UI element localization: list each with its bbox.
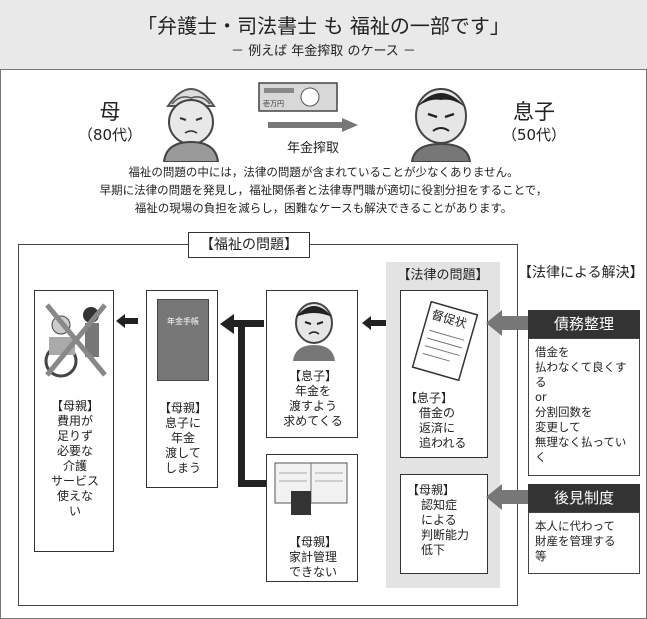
ledger-calculator-illustration (274, 462, 348, 515)
arrow-left-icon (486, 310, 528, 336)
card-household: 【母親】 家計管理 できない (266, 454, 358, 582)
grandmother-illustration (162, 88, 220, 162)
pension-book-illustration: 年金手帳 (157, 299, 209, 381)
card-mother-pension-text: 【母親】 息子に 年金 渡して しまう (158, 401, 207, 475)
demand-letter-illustration: 督促状 (411, 301, 479, 381)
connector-household (238, 480, 266, 487)
arrow-left-icon (116, 314, 138, 328)
card-son-debt: 督促状 【息子】 借金の 返済に 追われる (400, 290, 488, 458)
banknote-illustration: 壱万円 (258, 82, 338, 112)
debt-settlement-box: 借金を 払わなくて良くす る or 分割回数を 変更して 無理なく払ってい く (528, 338, 640, 476)
card-mother-pension: 年金手帳 【母親】 息子に 年金 渡して しまう (146, 290, 218, 488)
debt-settlement-header: 債務整理 (528, 310, 640, 338)
arrow-left-icon (220, 314, 234, 334)
banknote-text: 壱万円 (263, 99, 284, 108)
card-mother-care-text: 【母親】 費用が 足りず 必要な 介護 サービス 使えな い (50, 399, 99, 518)
son-age: （50代） (501, 126, 567, 144)
card-son-demand-text: 【息子】 年金を 渡すよう 求めてくる (283, 369, 343, 428)
pension-book-label: 年金手帳 (167, 317, 199, 326)
page-title: 「弁護士・司法書士 も 福祉の一部です」 (137, 14, 510, 38)
arrow-left-icon (362, 316, 386, 330)
guardianship-header: 後見制度 (528, 484, 640, 512)
connector-vertical (238, 324, 245, 486)
card-mother-dementia-text: 【母親】 認知症 による 判断能力 低下 (407, 483, 470, 557)
intro-line-3: 福祉の現場の負担を減らし，困難なケースも解決できることがあります。 (134, 201, 513, 215)
mother-label: 母 (99, 100, 121, 124)
guardianship-text: 本人に代わって 財産を管理する 等 (535, 519, 616, 563)
welfare-title: 【福祉の問題】 (188, 232, 310, 258)
solutions-title: 【法律による解決】 (518, 265, 644, 281)
card-mother-dementia: 【母親】 認知症 による 判断能力 低下 (400, 474, 488, 574)
angry-son-illustration (410, 88, 472, 162)
angry-son-small-illustration (293, 302, 335, 361)
intro-line-2: 早期に法律の問題を発見し，福祉関係者と法律専門職が適切に役割分担をすることで， (99, 183, 548, 197)
card-household-text: 【母親】 家計管理 できない (288, 535, 337, 579)
debt-settlement-text: 借金を 払わなくて良くす る or 分割回数を 変更して 無理なく払ってい く (535, 345, 627, 464)
guardianship-box: 本人に代わって 財産を管理する 等 (528, 512, 640, 574)
card-son-debt-text: 【息子】 借金の 返済に 追われる (405, 391, 467, 450)
legal-title: 【法律の問題】 (397, 268, 489, 283)
mother-age: （80代） (77, 126, 143, 144)
arrow-left-icon (486, 484, 528, 510)
header-banner (0, 0, 647, 70)
intro-line-1: 福祉の問題の中には，法律の問題が含まれていることが少なくありません。 (128, 165, 519, 179)
wheelchair-illustration (44, 303, 107, 378)
card-mother-care: 【母親】 費用が 足りず 必要な 介護 サービス 使えな い (34, 290, 114, 552)
son-label: 息子 (513, 100, 555, 124)
connector-son-to-pension (230, 320, 264, 327)
page-subtitle: － 例えば 年金搾取 のケース － (231, 44, 416, 59)
arrow-label: 年金搾取 (286, 141, 339, 156)
card-son-demand: 【息子】 年金を 渡すよう 求めてくる (266, 290, 358, 438)
arrow-right-icon (268, 118, 358, 132)
